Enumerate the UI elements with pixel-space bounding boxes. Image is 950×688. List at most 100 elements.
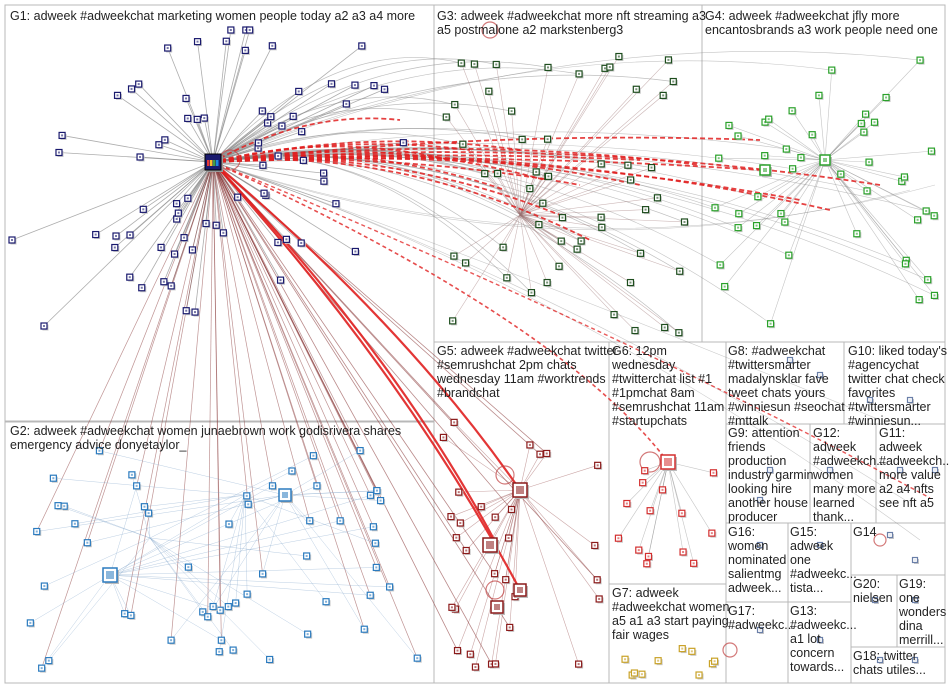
edge-strong [212,117,401,163]
g1-node-fill [345,102,348,105]
edge [212,161,458,651]
edge [738,159,826,214]
edge [36,161,214,532]
g3-node-fill [629,178,632,181]
g1-node-fill [248,29,251,31]
g6-node-fill [637,549,640,552]
adweek-logo-stripe [216,160,219,166]
edge [99,161,214,451]
g4-node-fill [839,173,842,176]
g2-node-fill [375,566,378,569]
edge [44,537,151,587]
g4-node-fill [864,113,867,116]
self-loop [495,465,515,485]
g4-node-fill [785,148,788,151]
g1-node-fill [330,82,333,85]
g6-node-fill [649,509,652,512]
g3-node-fill [672,80,675,83]
edge [149,537,270,660]
edge [519,197,658,216]
group-box-g19 [896,574,946,648]
g5-hub-node-fill [486,541,494,549]
g2-node-fill [147,512,150,515]
g3-node-fill [505,276,508,279]
g5-hub-node-fill [494,604,500,610]
g3-node-fill [644,208,647,211]
g3-node-fill [541,202,544,205]
g5-node-fill [453,421,456,424]
g3-node-fill [464,261,467,264]
g3-node-fill [639,252,642,255]
g2-node-fill [98,449,101,452]
edge [719,159,826,266]
g1-node-fill [137,83,140,86]
g1-node-fill [372,84,375,87]
edge [109,526,374,576]
edge [212,161,311,521]
edge-strong [212,145,451,163]
edge [149,537,203,613]
g2-node-fill [305,554,308,557]
edge [519,489,579,665]
g1-node-fill [322,180,325,183]
g2-node-fill [227,605,230,608]
edge [170,161,214,641]
group-box-g17 [725,601,789,684]
g7-node-fill [698,674,701,677]
g3-node-fill [496,172,499,175]
g3-node-fill [521,138,524,141]
g1-node-fill [277,155,280,158]
edge [129,161,214,278]
edge [212,161,492,665]
minor-node-fill [914,559,916,561]
g2-node-fill [271,484,274,487]
edge [474,63,521,216]
g5-node-fill [596,464,599,467]
g3-node-fill [613,313,616,316]
g1-node-fill [140,286,143,289]
edge [443,437,521,491]
g2-node-fill [135,484,138,487]
g1-node-fill [129,234,131,236]
minor-node-fill [769,469,771,471]
g3-node-fill [461,143,464,146]
edge [764,121,826,161]
minor-node-fill [934,469,936,471]
edge [141,161,214,288]
edge [235,494,246,604]
g2-node-fill [369,594,372,597]
edge [131,88,214,163]
minor-node-fill [789,359,791,361]
g5-node-fill [494,516,497,519]
edge [212,161,371,496]
edge [519,209,646,216]
minor-node-fill [879,659,881,661]
g1-node-fill [300,242,303,245]
g3-node-fill [608,66,611,69]
g1-node-fill [175,218,178,221]
g1-node-fill [334,202,337,205]
g2-node-fill [35,530,38,533]
group-box-g12 [809,423,877,524]
g1-node-fill [43,325,45,327]
edge [143,161,214,210]
g5-node-fill [459,521,462,524]
edge [95,161,214,235]
edge [737,159,826,228]
g4-node-fill [791,109,794,112]
edge [212,161,222,641]
g4-node-fill [862,131,865,134]
g3-node-fill [502,246,505,249]
edge [212,161,374,527]
g1-node-fill [170,284,173,287]
edge [212,161,377,568]
edge [519,59,669,216]
g5-node-fill [449,515,452,518]
edge [519,163,602,216]
edge [207,494,286,617]
g4-node-fill [714,206,717,209]
g1-node-fill [94,233,97,236]
edge [519,81,674,216]
g2-node-fill [206,615,209,618]
g2-node-fill [245,494,248,497]
